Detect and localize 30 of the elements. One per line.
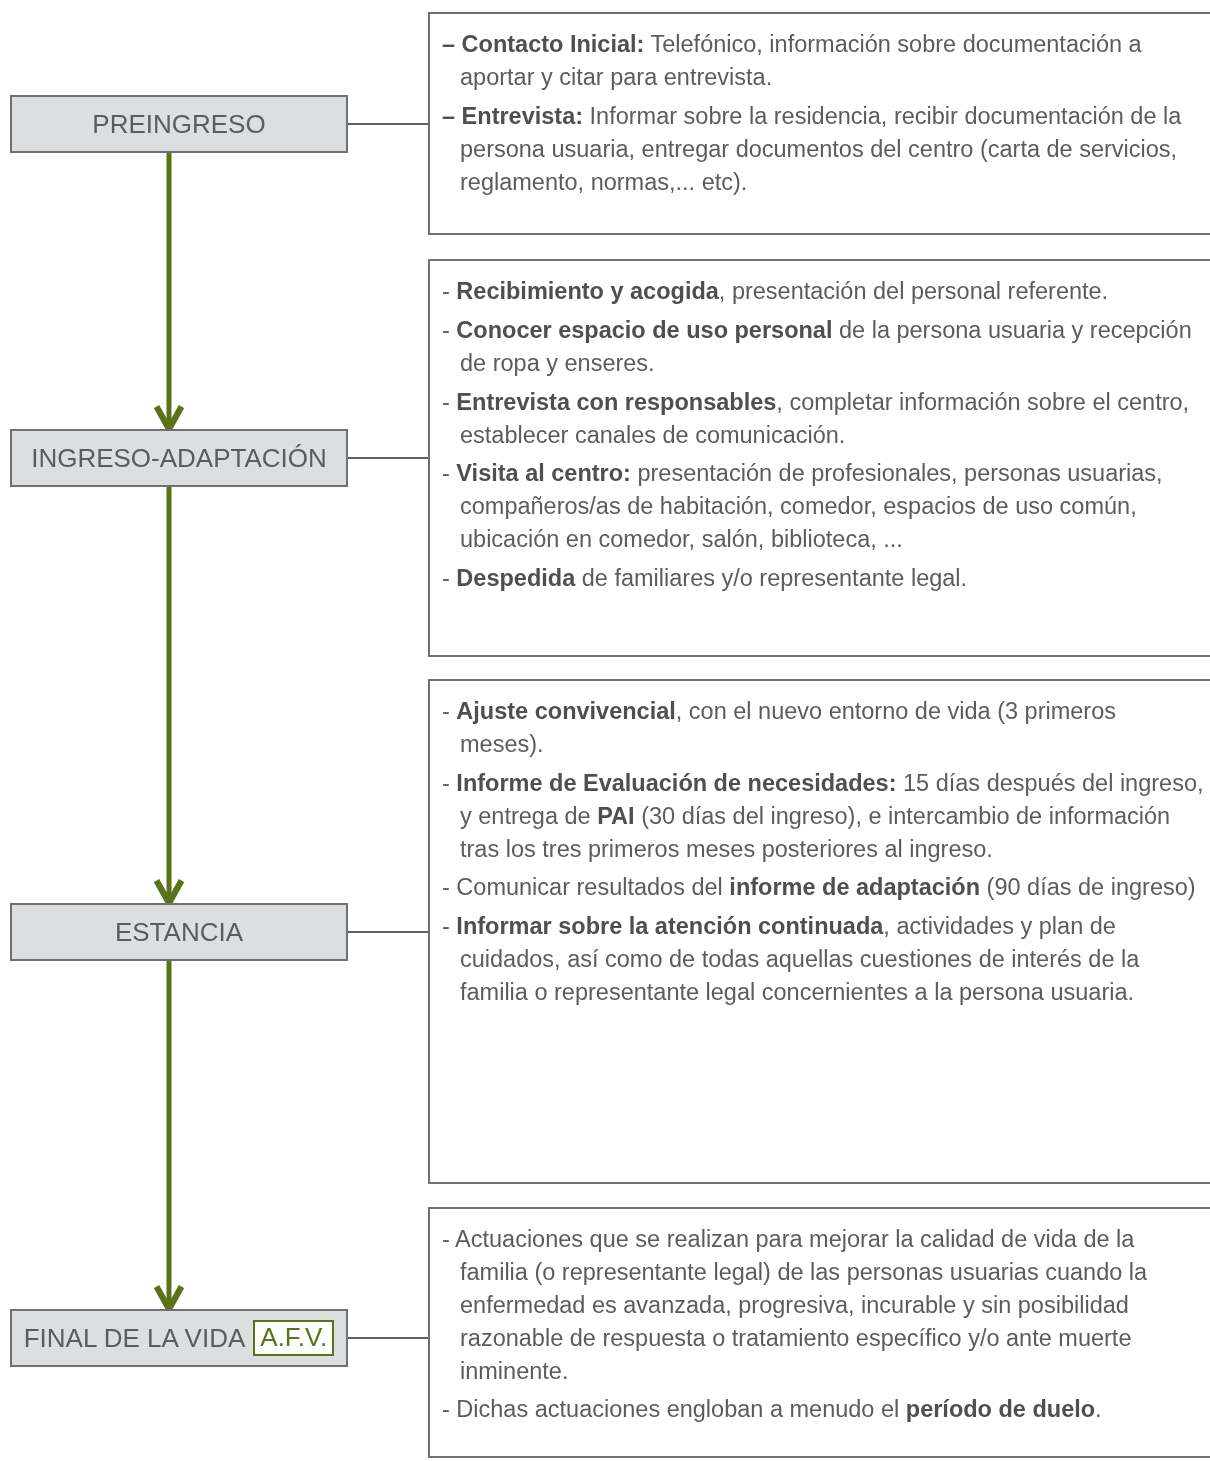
- connector-line: [347, 457, 429, 459]
- bullet-text: – Contacto Inicial: Telefónico, información sobre documentación a aportar y citar para entrevista.: [442, 30, 1143, 92]
- bullet-text: – Entrevista: Informar sobre la residencia, recibir documentación de la persona usuaria, entregar documentos del centro (carta de servicios, reglamento, normas,... etc).: [442, 101, 1183, 197]
- stage-box: [10, 1309, 348, 1367]
- bullet-text: - Informe de Evaluación de necesidades: 15 días después del ingreso, y entrega de PAI (30 días del ingreso), e intercambio de información tras los tres primeros meses posteriores al ingreso.: [442, 768, 1205, 864]
- bullet-text: - Recibimiento y acogida, presentación del personal referente.: [442, 277, 1110, 306]
- stage-label: PREINGRESO: [92, 108, 266, 140]
- stage-label: ESTANCIA: [114, 916, 244, 948]
- bullet-text: - Informar sobre la atención continuada, actividades y plan de cuidados, así como de todas aquellas cuestiones de interés de la familia o representante legal concernientes a la persona usuaria.: [442, 912, 1141, 1008]
- bullet-text: - Visita al centro: presentación de profesionales, personas usuarias, compañeros/as de habitación, comedor, espacios de uso común, ubicación en comedor, salón, biblioteca, ...: [442, 459, 1164, 555]
- bullet-text: - Entrevista con responsables, completar información sobre el centro, establecer canales de comunicación.: [442, 387, 1191, 450]
- description-panel: [428, 259, 1210, 657]
- abbreviation-tag: A.F.V.: [253, 1320, 335, 1356]
- connector-line: [347, 931, 429, 933]
- bullet-text: - Conocer espacio de uso personal de la persona usuaria y recepción de ropa y enseres.: [442, 315, 1193, 378]
- stage-box: [10, 95, 348, 153]
- stage-label: INGRESO-ADAPTACIÓN: [31, 442, 327, 474]
- bullet-text: - Comunicar resultados del informe de adaptación (90 días de ingreso): [442, 873, 1197, 903]
- bullet-text: - Despedida de familiares y/o representante legal.: [442, 564, 969, 594]
- bullet-text: - Ajuste convivencial, con el nuevo entorno de vida (3 primeros meses).: [442, 697, 1117, 759]
- description-panel: [428, 679, 1210, 1184]
- description-panel: [428, 1207, 1210, 1458]
- bullet-text: - Dichas actuaciones engloban a menudo el período de duelo.: [442, 1395, 1103, 1425]
- stage-label: FINAL DE LA VIDA: [23, 1322, 246, 1354]
- stage-box: [10, 903, 348, 961]
- stage-box: [10, 429, 348, 487]
- connector-line: [347, 123, 429, 125]
- bullet-text: - Actuaciones que se realizan para mejorar la calidad de vida de la familia (o representante legal) de las personas usuarias cuando la enfermedad es avanzada, progresiva, incurable y sin posibilidad razonable de respuesta o tratamiento específico y/o ante muerte inminente.: [442, 1225, 1149, 1386]
- description-panel: [428, 12, 1210, 235]
- connector-line: [347, 1337, 429, 1339]
